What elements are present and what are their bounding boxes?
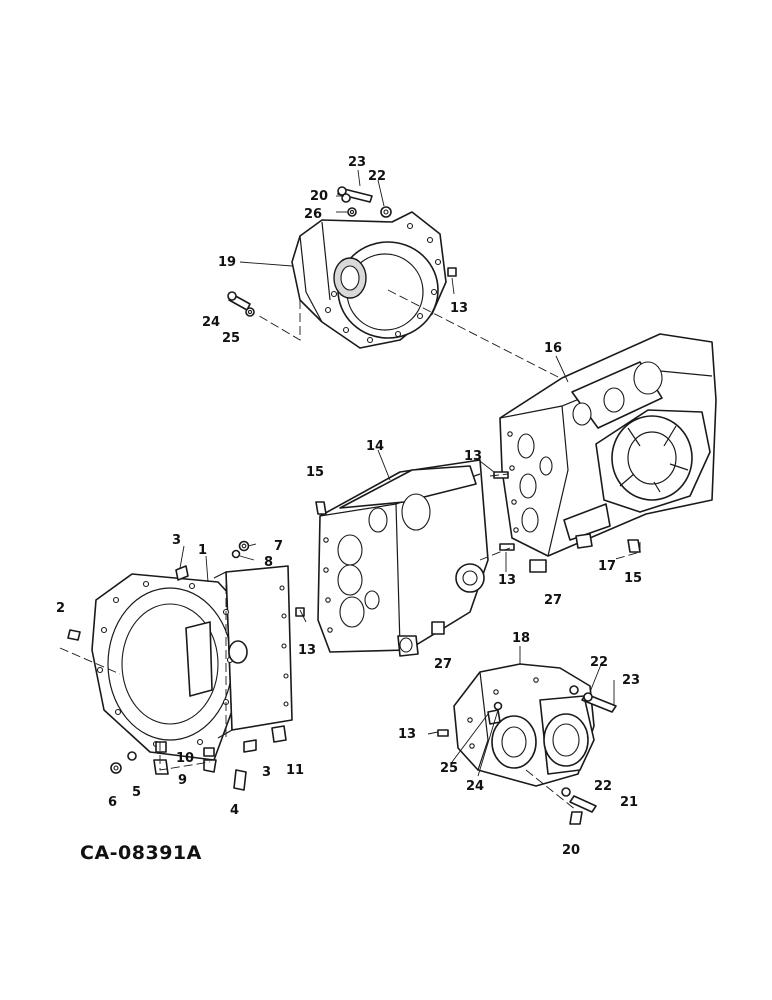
callout-2: 2 [56,601,65,616]
callout-6: 6 [108,795,117,810]
callout-27: 27 [434,657,452,672]
callout-19: 19 [218,255,236,270]
part-1-clutch-housing [91,565,293,761]
callout-13: 13 [464,449,482,464]
part-19-front-housing [291,211,447,349]
callout-25: 25 [222,331,240,346]
callout-13: 13 [498,573,516,588]
callout-27: 27 [544,593,562,608]
leader-lines [59,169,641,811]
callout-26: 26 [304,207,322,222]
callout-8: 8 [264,555,273,570]
callout-18: 18 [512,631,530,646]
callout-14: 14 [366,439,384,454]
drawing-number: CA-08391A [80,842,202,864]
callout-5: 5 [132,785,141,800]
callout-21: 21 [620,795,638,810]
part-16-rear-case [499,333,717,557]
callout-7: 7 [274,539,283,554]
callout-4: 4 [230,803,239,818]
callout-24: 24 [202,315,220,330]
callout-17: 17 [598,559,616,574]
callout-10: 10 [176,751,194,766]
callout-23: 23 [348,155,366,170]
callout-20: 20 [562,843,580,858]
callout-3: 3 [172,533,181,548]
callout-22: 22 [590,655,608,670]
callout-20: 20 [310,189,328,204]
callout-13: 13 [398,727,416,742]
callout-23: 23 [622,673,640,688]
callout-16: 16 [544,341,562,356]
callout-labels: 23 22 20 26 19 24 25 13 16 14 15 13 13 1… [56,155,642,858]
callout-15: 15 [306,465,324,480]
callout-1: 1 [198,543,207,558]
part-18-rear-housing [453,663,595,787]
part-14-center-case [317,459,489,657]
callout-22: 22 [368,169,386,184]
callout-9: 9 [178,773,187,788]
callout-3: 3 [262,765,271,780]
callout-22: 22 [594,779,612,794]
callout-24: 24 [466,779,484,794]
callout-11: 11 [286,763,304,778]
callout-25: 25 [440,761,458,776]
callout-13: 13 [450,301,468,316]
callout-15: 15 [624,571,642,586]
callout-13: 13 [298,643,316,658]
fasteners [67,186,641,825]
